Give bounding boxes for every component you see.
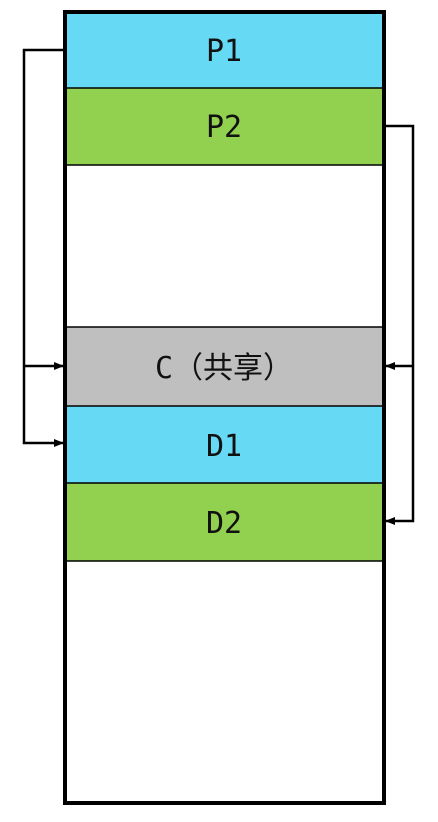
label-d2: D2	[206, 506, 242, 541]
segment-c	[65, 327, 384, 406]
label-p2: P2	[206, 110, 242, 145]
memory-block-border	[63, 10, 386, 805]
segment-p2	[65, 88, 384, 165]
label-d1: D1	[206, 429, 242, 464]
label-c: C（共享）	[155, 351, 293, 386]
label-p1: P1	[206, 34, 242, 69]
segment-p1	[65, 12, 384, 88]
segment-empty-upper	[65, 165, 384, 327]
p1-link-connector	[22, 48, 65, 447]
segment-d2	[65, 483, 384, 561]
segment-d1	[65, 406, 384, 483]
segment-dividers	[65, 87, 384, 562]
segment-empty-lower	[65, 561, 384, 803]
p2-link-connector	[384, 124, 415, 525]
